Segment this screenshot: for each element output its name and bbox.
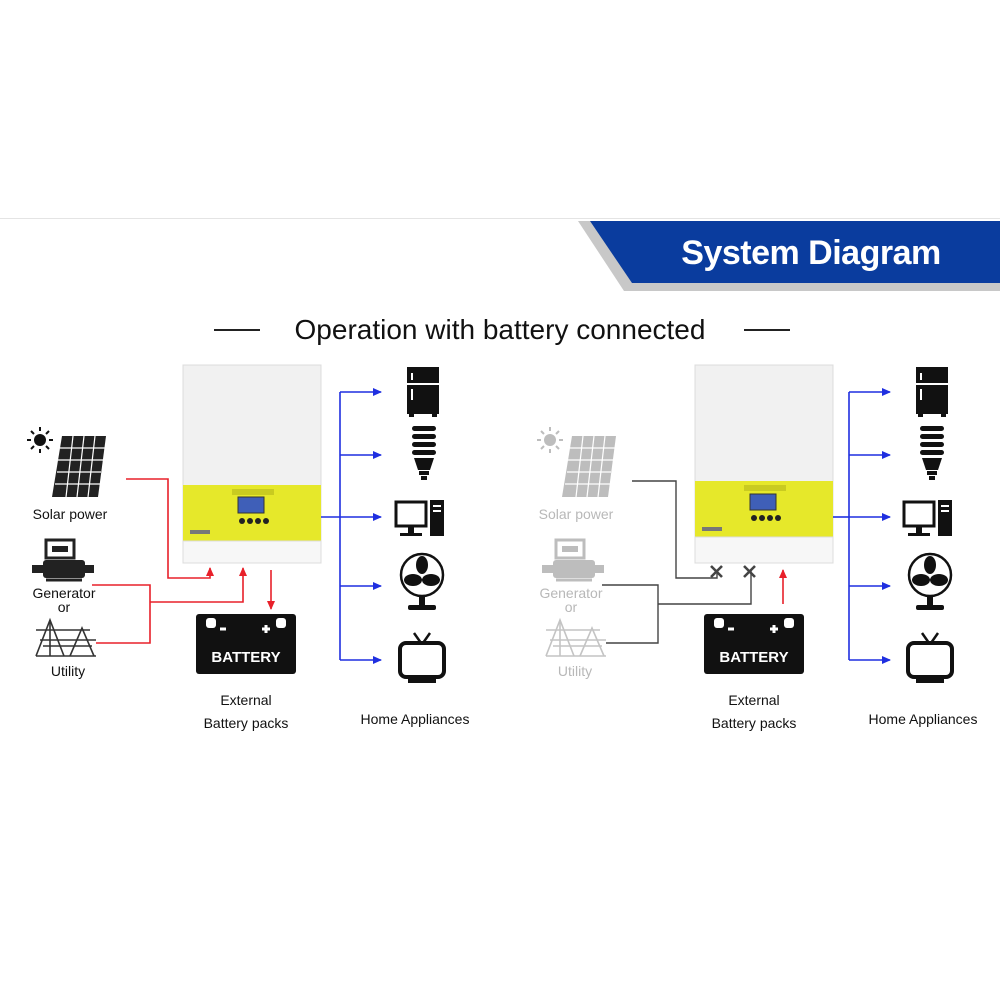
idle-flow-lines (602, 480, 752, 644)
refrigerator-icon (407, 367, 439, 417)
generator-label: Generator (539, 585, 603, 601)
computer-icon (902, 500, 952, 536)
ac-flow-lines (92, 478, 275, 644)
utility-tower-icon (545, 617, 606, 657)
subtitle-dash-left (214, 329, 260, 331)
home-appliances-label: Home Appliances (868, 711, 978, 727)
battery-caption-line1: External (220, 692, 272, 708)
subtitle: Operation with battery connected (294, 314, 706, 345)
battery-caption-line2: Battery packs (203, 715, 289, 731)
generator-label: Generator (32, 585, 96, 601)
bulb-icon (920, 426, 944, 480)
solar-panel-icon (52, 435, 106, 498)
sun-icon (27, 427, 53, 453)
utility-label: Utility (557, 663, 593, 679)
refrigerator-icon (916, 367, 948, 417)
utility-tower-icon (35, 617, 96, 657)
subtitle-dash-right (744, 329, 790, 331)
fan-icon (907, 552, 953, 610)
tv-icon (398, 632, 446, 683)
blocked-x-icon (743, 565, 756, 578)
right-diagram: BATTERY (537, 364, 954, 683)
tv-icon (906, 632, 954, 683)
inverter-unit (694, 364, 834, 564)
battery-caption-line1: External (728, 692, 780, 708)
generator-icon (32, 538, 94, 582)
generator-icon (542, 538, 604, 582)
inverter-unit (182, 364, 322, 564)
battery-icon: BATTERY (196, 614, 296, 674)
bulb-icon (412, 426, 436, 480)
sun-icon (537, 427, 563, 453)
page-title: System Diagram (681, 234, 941, 272)
home-appliances-label: Home Appliances (360, 711, 470, 727)
solar-power-label: Solar power (32, 506, 108, 522)
battery-caption-line2: Battery packs (711, 715, 797, 731)
battery-icon: BATTERY (704, 614, 804, 674)
solar-power-label: Solar power (538, 506, 614, 522)
load-flow-lines (833, 388, 891, 664)
load-flow-lines (321, 388, 382, 664)
or-label: or (564, 599, 578, 615)
left-diagram: BATTERY (27, 364, 446, 683)
solar-panel-icon (562, 435, 616, 498)
top-divider (0, 218, 1000, 219)
computer-icon (394, 500, 444, 536)
blocked-x-icon (710, 565, 723, 578)
header-banner (578, 221, 1000, 291)
fan-icon (399, 552, 445, 610)
or-label: or (57, 599, 71, 615)
battery-label: BATTERY (719, 649, 788, 666)
utility-label: Utility (50, 663, 86, 679)
battery-label: BATTERY (211, 649, 280, 666)
